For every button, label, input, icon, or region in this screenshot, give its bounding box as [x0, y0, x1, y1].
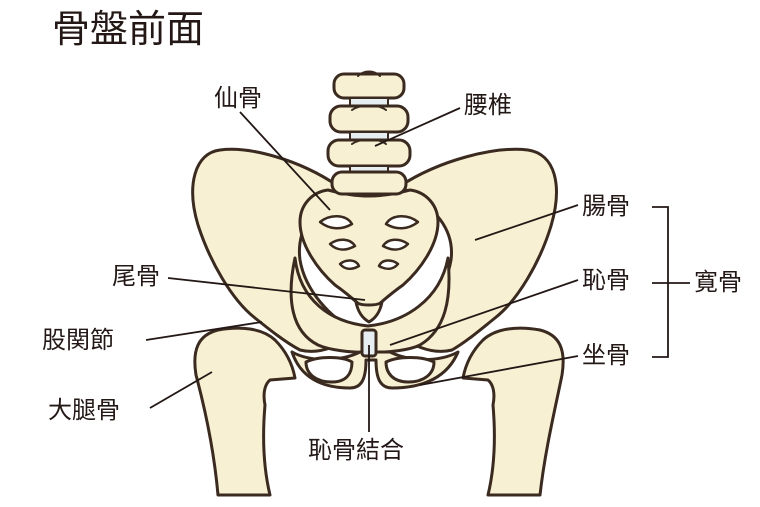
leader-sacrum [239, 111, 331, 211]
label-hip-bone: 寛骨 [694, 268, 742, 296]
femur-right [461, 326, 565, 497]
sacral-foramen-2-left [328, 238, 357, 251]
sacral-foramen-2-right [381, 238, 410, 251]
sacrum [298, 188, 440, 307]
femur-left [193, 326, 297, 497]
label-sacrum: 仙骨 [214, 84, 262, 112]
obturator-left [304, 356, 354, 384]
label-femur: 大腿骨 [48, 396, 120, 424]
leader-ischium [419, 355, 579, 386]
leader-coccyx [167, 277, 366, 301]
leader-pubis [389, 279, 579, 346]
leader-hip-joint [145, 321, 263, 341]
label-coccyx: 尾骨 [112, 262, 160, 290]
leader-ilium [474, 204, 579, 241]
label-ilium: 腸骨 [582, 192, 630, 220]
page-title: 骨盤前面 [52, 7, 205, 51]
sacral-foramen-3-left [338, 259, 361, 270]
leader-femur [149, 371, 213, 409]
label-hip-joint: 股関節 [42, 326, 114, 354]
hip-bone-bracket [652, 206, 690, 358]
leader-lumbar [374, 107, 461, 147]
lumbar-vertebrae [326, 70, 412, 196]
label-ischium: 坐骨 [582, 341, 630, 369]
coccyx [354, 300, 384, 324]
label-lumbar: 腰椎 [464, 91, 512, 119]
sacral-foramen-3-right [377, 259, 400, 270]
label-pubic-symphysis: 恥骨結合 [308, 436, 404, 464]
obturator-right [384, 356, 436, 384]
pelvic-ring [289, 256, 451, 354]
label-pubis: 恥骨 [582, 266, 630, 294]
sacral-foramen-1-left [318, 215, 354, 230]
sacral-foramen-1-right [384, 215, 420, 230]
